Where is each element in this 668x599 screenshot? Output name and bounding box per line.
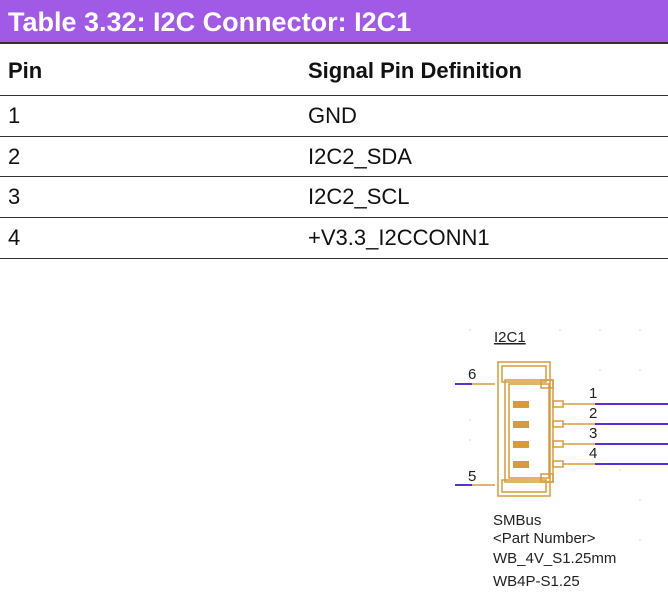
pin-label: 4: [589, 445, 597, 462]
column-header-signal: Signal Pin Definition: [308, 57, 522, 83]
pin-cell: 4: [8, 225, 21, 250]
part-label: WB4P-S1.25: [493, 573, 580, 590]
pin-cell: 3: [8, 184, 21, 209]
pin-label: 6: [468, 366, 476, 383]
table-title: Table 3.32: I2C Connector: I2C1: [0, 0, 668, 44]
pin-label: 2: [589, 405, 597, 422]
connector-body: [470, 361, 595, 497]
signal-cell: I2C2_SDA: [308, 143, 412, 169]
pin-label: 1: [589, 385, 597, 402]
table-row: 1 GND: [0, 96, 668, 137]
pin-label: 3: [589, 425, 597, 442]
ref-designator: I2C1: [494, 329, 526, 346]
grid-dots: [469, 329, 641, 541]
table-row: 3 I2C2_SCL: [0, 177, 668, 218]
table-header-row: Pin Signal Pin Definition: [0, 46, 668, 96]
column-header-pin: Pin: [8, 57, 43, 83]
part-number-label: <Part Number>: [493, 530, 596, 547]
pin-cell: 1: [8, 103, 21, 128]
signal-cell: GND: [308, 103, 357, 128]
value-label: SMBus: [493, 512, 541, 529]
footprint-label: WB_4V_S1.25mm: [493, 550, 616, 567]
signal-cell: +V3.3_I2CCONN1: [308, 225, 490, 250]
signal-cell: I2C2_SCL: [308, 184, 410, 209]
pin-cell: 2: [8, 143, 21, 169]
wires: [455, 383, 668, 486]
contact-marks: [513, 401, 529, 468]
table-row: 4 +V3.3_I2CCONN1: [0, 218, 668, 259]
pin-label: 5: [468, 468, 476, 485]
table-row: 2 I2C2_SDA: [0, 137, 668, 177]
